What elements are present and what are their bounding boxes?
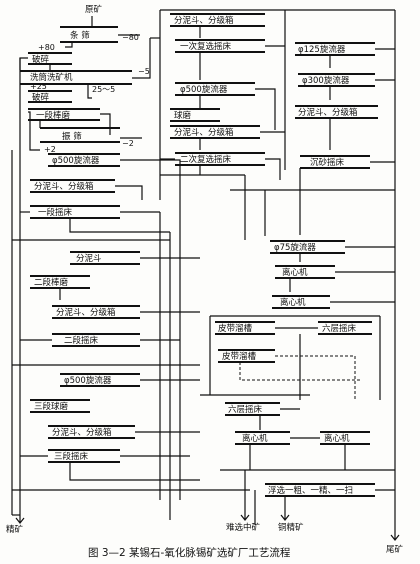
figure-caption: 图 3—2 某锡石-氧化脉锡矿选矿厂工艺流程 (88, 546, 291, 559)
size-fraction-labels: +80 −80 +25 25～5 −5 +2 −2 (30, 33, 150, 154)
io-minus5: −5 (138, 67, 150, 76)
label-flotation: 浮选一粗、一精、一扫 (268, 485, 353, 496)
node-labels: 原矿 条 筛 破碎 洗筒洗矿机 破碎 一段棒磨 振 筛 φ500旋流器 分泥斗、… (30, 4, 358, 496)
label-belt-sluice-1: 皮带溜槽 (218, 323, 253, 334)
label-table-3: 三段摇床 (54, 451, 89, 462)
label-reclean-table-1: 一次复选摇床 (180, 41, 232, 52)
label-cone-1: 分泥斗 (76, 254, 102, 264)
output-middlings: 难选中矿 (226, 522, 261, 533)
io-plus2: +2 (44, 145, 56, 154)
io-minus2: −2 (122, 139, 134, 148)
label-sand-table: 沉砂摇床 (310, 157, 345, 168)
label-slime-classifier: 分泥斗、分级箱 (298, 107, 358, 118)
label-rod-mill-2: 二段棒磨 (34, 277, 69, 288)
output-copper-concentrate: 铜精矿 (278, 522, 304, 533)
label-centrifuge-1: 离心机 (282, 267, 308, 278)
label-cyclone-1: φ500旋流器 (52, 155, 100, 166)
label-centrifuge-4: 离心机 (324, 433, 350, 444)
label-drum-washer: 洗筒洗矿机 (30, 72, 73, 83)
label-table-1: 一段摇床 (38, 207, 73, 218)
label-cyclone-300: φ300旋流器 (302, 75, 350, 86)
label-vibrating-screen: 振 筛 (62, 131, 82, 142)
io-plus25: +25 (30, 82, 47, 91)
label-reclean-classifier-2: 分泥斗、分级箱 (174, 127, 234, 138)
left-main-circuit (11, 16, 250, 524)
label-centrifuge-2: 离心机 (280, 297, 306, 308)
label-crusher-2: 破碎 (32, 92, 50, 103)
label-bar-screen: 条 筛 (70, 30, 90, 41)
right-slime-circuit (200, 9, 400, 541)
io-25-5: 25～5 (92, 85, 115, 94)
io-plus80: +80 (38, 43, 55, 52)
label-classifier-1: 分泥斗、分级箱 (34, 181, 94, 192)
label-rod-mill-1: 一段棒磨 (36, 110, 71, 121)
label-classifier-2: 分泥斗、分级箱 (56, 307, 116, 318)
label-reclean-ball-mill: 球磨 (174, 110, 192, 121)
label-cyclone-75: φ75旋流器 (274, 242, 316, 253)
label-six-deck-table-2: 六层摇床 (228, 404, 263, 415)
label-crusher-1: 破碎 (32, 54, 50, 65)
label-ball-mill-3: 三段球磨 (34, 401, 69, 412)
output-concentrate: 精矿 (6, 524, 24, 535)
product-outputs: 精矿 难选中矿 铜精矿 尾矿 (6, 522, 404, 555)
label-table-2: 二段摇床 (64, 335, 99, 346)
label-reclean-table-2: 二次复选摇床 (180, 154, 232, 165)
label-centrifuge-3: 离心机 (242, 433, 268, 444)
label-cyclone-125: φ125旋流器 (298, 44, 346, 55)
output-tailings: 尾矿 (386, 544, 404, 555)
label-six-deck-table-1: 六层摇床 (322, 323, 357, 334)
label-reclean-cyclone: φ500旋流器 (180, 84, 228, 95)
io-minus80: −80 (122, 33, 139, 42)
label-belt-sluice-2: 皮带溜槽 (222, 351, 257, 362)
label-reclean-classifier-1: 分泥斗、分级箱 (174, 15, 234, 26)
middle-recleaning-circuit (159, 9, 285, 520)
label-classifier-3: 分泥斗、分级箱 (52, 427, 112, 438)
label-raw-ore: 原矿 (85, 4, 103, 15)
label-cyclone-2: φ500旋流器 (64, 375, 112, 386)
